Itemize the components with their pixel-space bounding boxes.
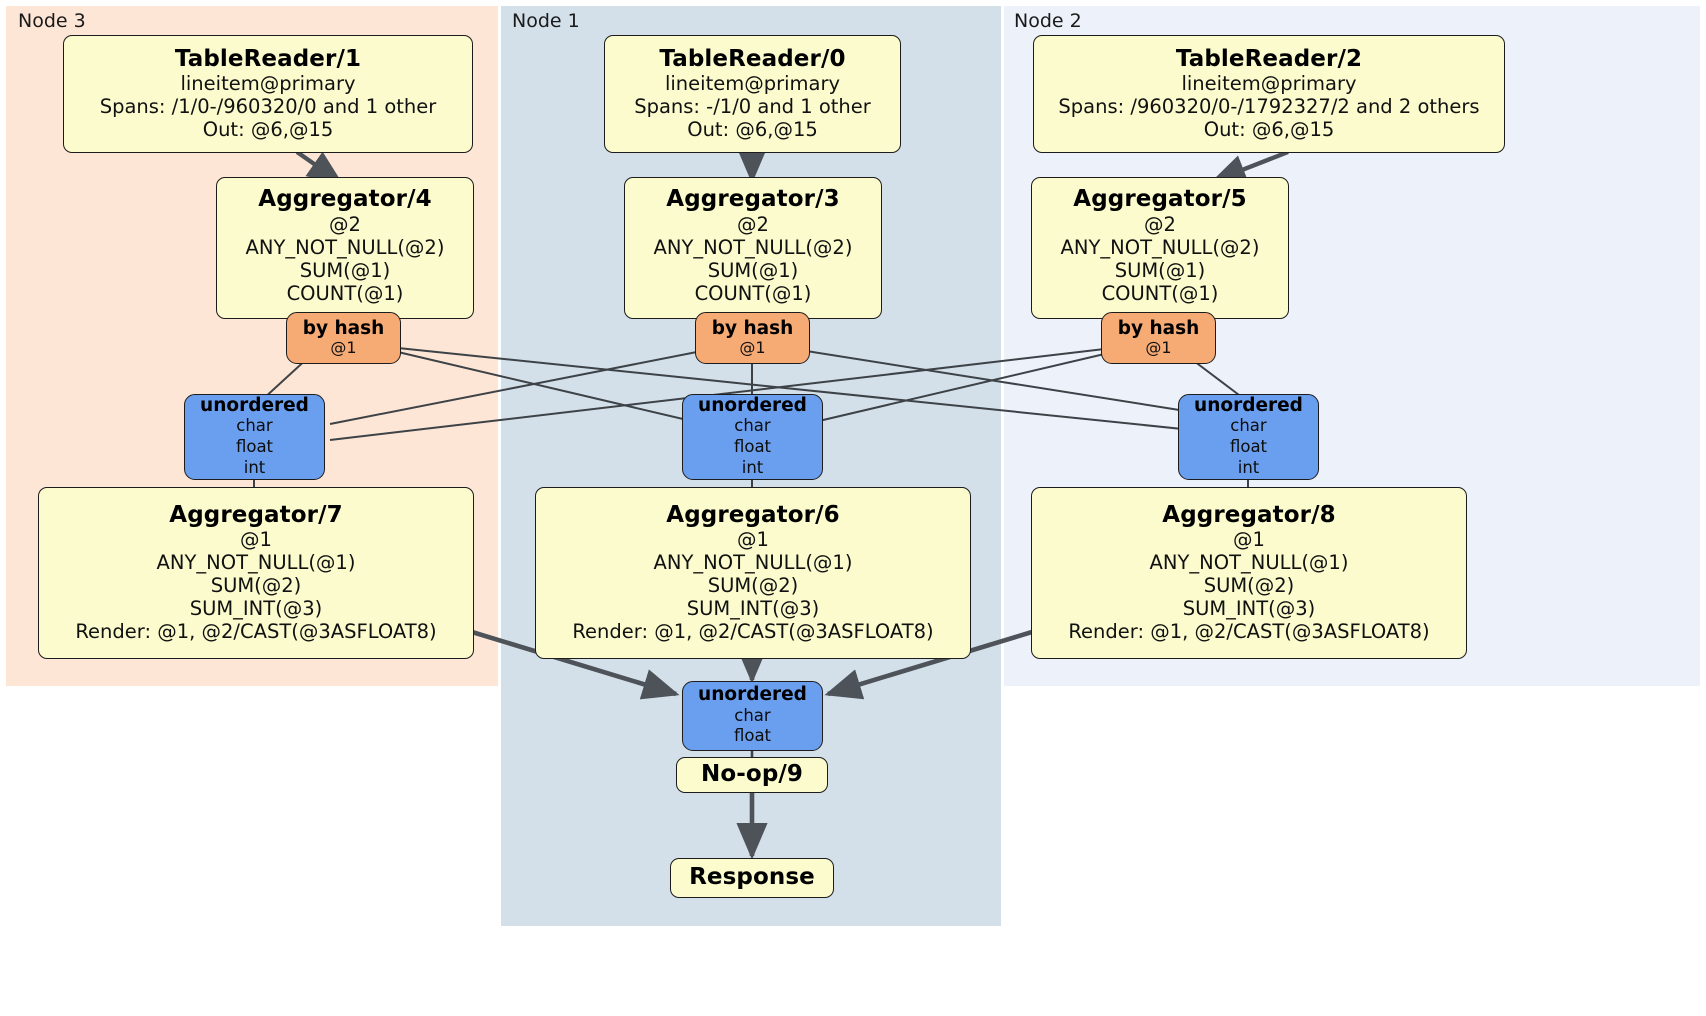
processor-line: COUNT(@1) [1101, 281, 1219, 305]
processor-line: lineitem@primary [664, 72, 841, 96]
synchronizer-line: char [734, 705, 771, 725]
processor-line: COUNT(@1) [694, 281, 812, 305]
synchronizer-line: int [243, 457, 266, 477]
panel-label-node-1: Node 1 [512, 10, 580, 32]
processor-line: Out: @6,@15 [687, 118, 818, 142]
synchronizer-title: unordered [200, 394, 309, 416]
synchronizer-line: char [236, 416, 273, 436]
synchronizer-line: float [733, 437, 772, 457]
processor-title: Aggregator/8 [1162, 501, 1336, 528]
synchronizer-line: char [734, 416, 771, 436]
processor-line: SUM(@2) [1203, 574, 1295, 598]
processor-aggregator-7[interactable]: Aggregator/7 @1 ANY_NOT_NULL(@1) SUM(@2)… [38, 487, 474, 659]
processor-line: Spans: /1/0-/960320/0 and 1 other [99, 95, 437, 119]
processor-line: ANY_NOT_NULL(@2) [653, 235, 853, 259]
processor-line: Spans: /960320/0-/1792327/2 and 2 others [1058, 95, 1480, 119]
processor-line: ANY_NOT_NULL(@1) [653, 551, 853, 575]
synchronizer-title: unordered [698, 684, 807, 706]
processor-line: SUM(@1) [707, 258, 799, 282]
processor-line: lineitem@primary [180, 72, 356, 96]
processor-title: Aggregator/5 [1073, 186, 1247, 213]
processor-line: @1 [240, 528, 272, 552]
synchronizer-unordered-8[interactable]: unordered char float int [1178, 394, 1319, 480]
processor-aggregator-4[interactable]: Aggregator/4 @2 ANY_NOT_NULL(@2) SUM(@1)… [216, 177, 474, 319]
processor-line: ANY_NOT_NULL(@2) [1060, 235, 1260, 259]
processor-title: No-op/9 [701, 761, 803, 788]
processor-line: Out: @6,@15 [202, 118, 334, 142]
processor-title: TableReader/2 [1175, 45, 1363, 72]
processor-line: Out: @6,@15 [1203, 118, 1335, 142]
synchronizer-line: float [1229, 437, 1268, 457]
processor-line: SUM(@1) [299, 258, 391, 282]
processor-line: Render: @1, @2/CAST(@3ASFLOAT8) [1068, 620, 1430, 644]
router-by-hash-3[interactable]: by hash @1 [695, 312, 810, 364]
processor-line: @2 [737, 212, 769, 236]
router-title: by hash [711, 317, 794, 339]
synchronizer-unordered-final[interactable]: unordered char float [682, 681, 823, 751]
processor-line: SUM(@2) [210, 574, 302, 598]
processor-line: COUNT(@1) [286, 281, 404, 305]
router-by-hash-5[interactable]: by hash @1 [1101, 312, 1216, 364]
router-line: @1 [739, 337, 766, 357]
router-title: by hash [1117, 317, 1200, 339]
synchronizer-unordered-7[interactable]: unordered char float int [184, 394, 325, 480]
router-title: by hash [302, 317, 385, 339]
processor-line: ANY_NOT_NULL(@2) [245, 235, 445, 259]
processor-line: SUM(@2) [707, 574, 799, 598]
processor-line: SUM_INT(@3) [686, 597, 820, 621]
synchronizer-line: float [733, 726, 772, 746]
router-by-hash-4[interactable]: by hash @1 [286, 312, 401, 364]
processor-aggregator-5[interactable]: Aggregator/5 @2 ANY_NOT_NULL(@2) SUM(@1)… [1031, 177, 1289, 319]
processor-aggregator-6[interactable]: Aggregator/6 @1 ANY_NOT_NULL(@1) SUM(@2)… [535, 487, 971, 659]
processor-title: Aggregator/7 [169, 501, 343, 528]
processor-line: SUM_INT(@3) [189, 597, 323, 621]
processor-line: SUM(@1) [1114, 258, 1206, 282]
processor-response[interactable]: Response [670, 858, 834, 898]
processor-line: Spans: -/1/0 and 1 other [634, 95, 871, 119]
processor-title: Response [689, 864, 815, 891]
processor-title: Aggregator/3 [666, 186, 840, 213]
processor-line: @2 [1144, 212, 1176, 236]
processor-line: ANY_NOT_NULL(@1) [1149, 551, 1349, 575]
synchronizer-line: int [741, 457, 764, 477]
processor-aggregator-3[interactable]: Aggregator/3 @2 ANY_NOT_NULL(@2) SUM(@1)… [624, 177, 882, 319]
panel-label-node-2: Node 2 [1014, 10, 1082, 32]
synchronizer-line: int [1237, 457, 1260, 477]
processor-line: @1 [1233, 528, 1265, 552]
processor-line: @1 [737, 528, 769, 552]
processor-title: TableReader/1 [174, 45, 362, 72]
processor-title: TableReader/0 [659, 45, 846, 72]
synchronizer-unordered-6[interactable]: unordered char float int [682, 394, 823, 480]
panel-label-node-3: Node 3 [18, 10, 86, 32]
synchronizer-title: unordered [698, 394, 807, 416]
synchronizer-line: float [235, 437, 274, 457]
router-line: @1 [1145, 337, 1172, 357]
router-line: @1 [330, 337, 357, 357]
processor-title: Aggregator/6 [666, 501, 840, 528]
synchronizer-line: char [1230, 416, 1267, 436]
processor-line: ANY_NOT_NULL(@1) [156, 551, 356, 575]
processor-line: @2 [329, 212, 361, 236]
processor-title: Aggregator/4 [258, 186, 432, 213]
processor-line: Render: @1, @2/CAST(@3ASFLOAT8) [572, 620, 934, 644]
processor-tablereader-2[interactable]: TableReader/2 lineitem@primary Spans: /9… [1033, 35, 1505, 153]
processor-tablereader-1[interactable]: TableReader/1 lineitem@primary Spans: /1… [63, 35, 473, 153]
processor-line: SUM_INT(@3) [1182, 597, 1316, 621]
processor-line: Render: @1, @2/CAST(@3ASFLOAT8) [75, 620, 437, 644]
processor-aggregator-8[interactable]: Aggregator/8 @1 ANY_NOT_NULL(@1) SUM(@2)… [1031, 487, 1467, 659]
processor-line: lineitem@primary [1181, 72, 1357, 96]
synchronizer-title: unordered [1194, 394, 1303, 416]
processor-noop-9[interactable]: No-op/9 [676, 757, 828, 793]
processor-tablereader-0[interactable]: TableReader/0 lineitem@primary Spans: -/… [604, 35, 901, 153]
